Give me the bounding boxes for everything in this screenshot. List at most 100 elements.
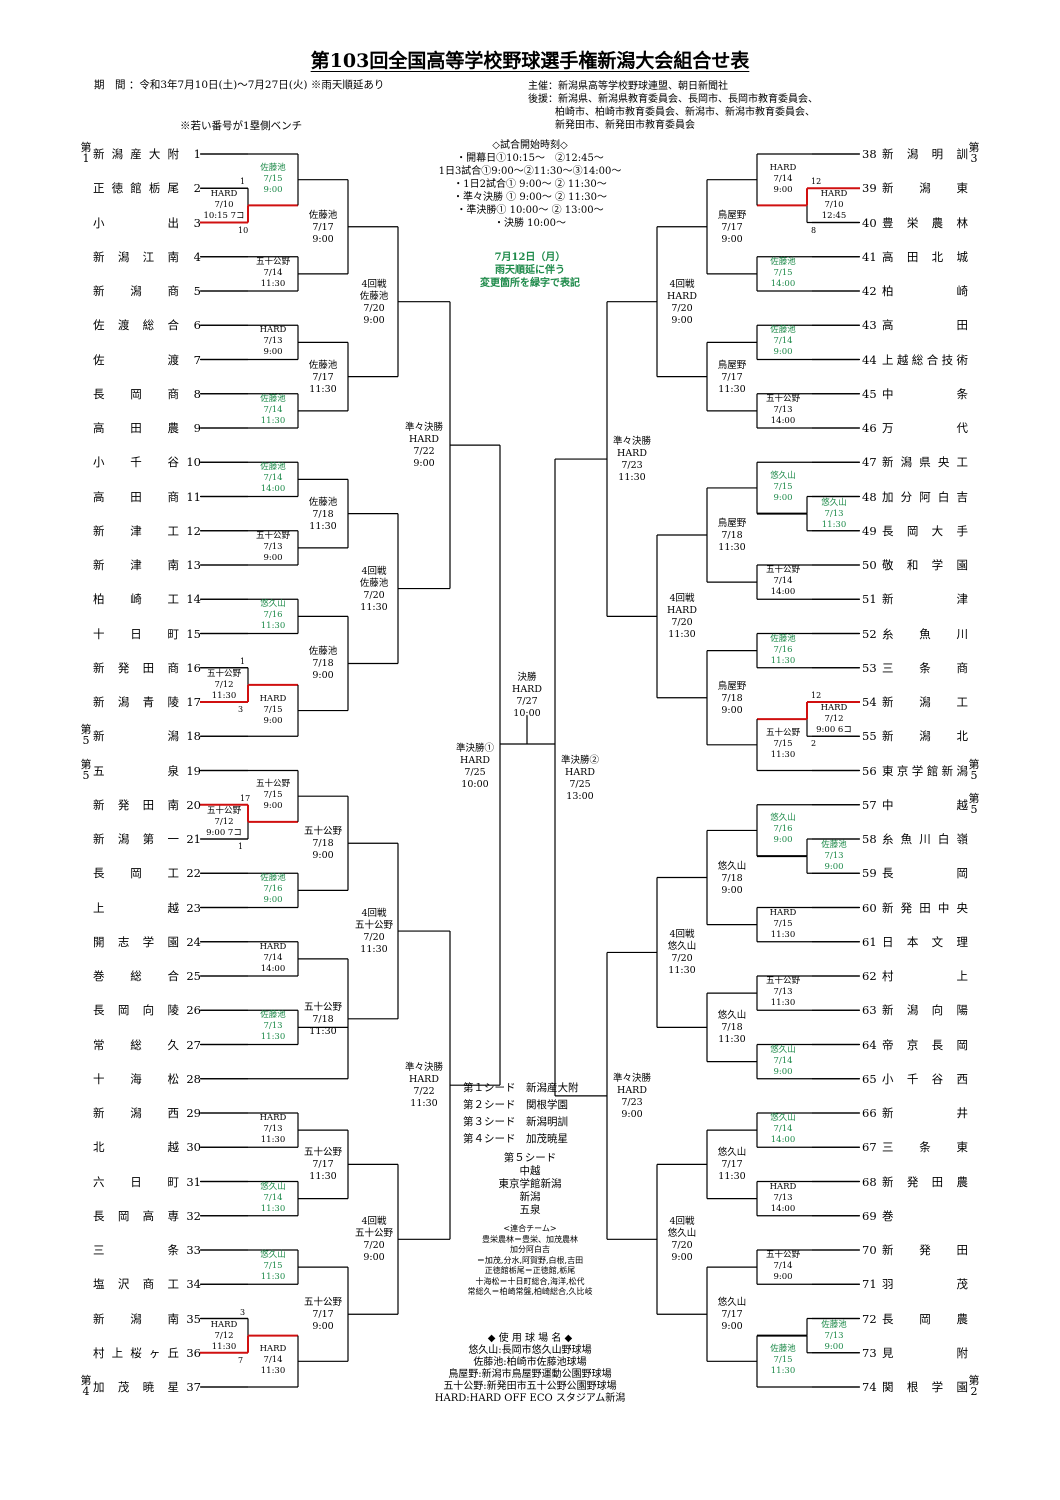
team-entry: 52 糸魚川 <box>862 626 968 642</box>
organizer-line-2: 後援：新潟県、新潟県教育委員会、長岡市、長岡市教育委員会、 <box>528 94 818 105</box>
match-label-line: 佐藤池 <box>770 1344 796 1355</box>
match-label-line: 7/14 <box>263 1355 283 1366</box>
team-number: 74 <box>862 1380 877 1394</box>
match-label-line: HARD <box>210 1319 238 1330</box>
match-label-line: 佐藤池 <box>260 1010 286 1021</box>
match-label-line: 11:30 <box>309 520 337 532</box>
team-number: 2 <box>193 181 201 196</box>
team-number: 61 <box>862 934 877 949</box>
team-name: 新潟工 <box>882 695 968 709</box>
team-name: 佐渡 <box>93 352 179 367</box>
match-label-line: 佐藤池 <box>359 577 389 589</box>
joint-line: 豊栄農林＝豊栄、加茂農林 <box>482 1234 578 1244</box>
team-name: 村上桜ヶ丘 <box>93 1345 179 1360</box>
match-label-line: 9:00 <box>773 835 793 846</box>
match-label-line: 11:30 <box>260 1203 286 1214</box>
match-label-line: 五十公野 <box>354 920 393 932</box>
team-number: 69 <box>862 1208 877 1223</box>
team-number: 42 <box>862 284 877 298</box>
team-name: 万代 <box>882 421 968 435</box>
seed-label: 第5 <box>968 791 980 816</box>
match-label-line: 佐藤池 <box>308 359 338 371</box>
match-label-line: 11:30 <box>309 1171 337 1183</box>
match-label-line: 9:00 <box>824 1341 844 1352</box>
page-title: 第103回全国高等学校野球選手権新潟大会組合せ表 <box>310 50 750 72</box>
team-number: 49 <box>862 523 877 538</box>
seed-label: 第5 <box>80 757 92 782</box>
match-label-line: 悠久山 <box>770 1044 796 1055</box>
match-label-line: 10:15 7コ <box>203 211 245 222</box>
team-name: 東京学館新潟 <box>882 763 968 778</box>
match-label-line: 11:30 <box>260 621 286 632</box>
team-number: 44 <box>862 352 877 367</box>
team-name: 新潟明訓 <box>882 147 968 161</box>
seed-line: 五泉 <box>519 1204 541 1216</box>
match-label-line: 7/17 <box>721 1309 743 1321</box>
team-name: 加茂暁星 <box>93 1380 179 1394</box>
match-label-line: 7/14 <box>263 1192 283 1203</box>
seed-line: 第４シード 加茂暁星 <box>463 1133 568 1145</box>
match-label-line: 7/14 <box>773 1261 793 1272</box>
team-name: 糸魚川 <box>882 626 968 641</box>
match-label-line: 7/14 <box>773 173 793 184</box>
team-name: 新井 <box>882 1106 968 1120</box>
seed-line: 第５シード <box>503 1152 557 1164</box>
team-name: 新潟産大附 <box>93 147 179 161</box>
team-name: 小千谷西 <box>882 1071 968 1086</box>
match-label-line: 7/14 <box>263 267 283 278</box>
match-label-line: 7/13 <box>773 404 793 415</box>
match-label-line: 4回戦 <box>669 278 695 290</box>
team-name: 新発田 <box>882 1243 968 1257</box>
start-times-line: 1日3試合①9:00～②11:30～③14:00～ <box>438 166 622 177</box>
match-label-line: HARD <box>769 162 797 173</box>
match-label-line: 9:00 <box>773 347 793 358</box>
match-label-line: 7/27 <box>516 696 538 707</box>
match-label-line: 五十公野 <box>303 1001 342 1013</box>
match-label-line: 佐藤池 <box>770 256 796 267</box>
match-label-line: 11:30 <box>718 383 746 395</box>
team-number: 8 <box>193 386 201 401</box>
team-number: 31 <box>186 1174 201 1189</box>
team-name: 見附 <box>882 1345 968 1360</box>
match-label-line: 11:30 <box>260 1272 286 1283</box>
match-label-line: 7/13 <box>824 1330 844 1341</box>
match-label-line: 悠久山 <box>667 1228 697 1240</box>
match-label-line: 9:00 <box>824 862 844 873</box>
start-times: ◇試合開始時刻◇ ・開幕日①10:15～ ②12:45～ 1日3試合①9:00～… <box>425 139 635 230</box>
match-label-line: HARD <box>259 1344 287 1355</box>
team-name: 新津工 <box>93 523 179 538</box>
match-label-line: 佐藤池 <box>260 873 286 884</box>
match-label-line: 9:00 <box>773 1272 793 1283</box>
team-name: 塩沢商工 <box>93 1277 179 1292</box>
team-number: 73 <box>862 1345 877 1360</box>
match-label-line: HARD <box>667 605 697 617</box>
match-label-line: 4回戦 <box>361 908 387 920</box>
match-label-line: 7/10 <box>214 200 234 211</box>
venue-list: ◆ 使 用 球 場 名 ◆ 悠久山:長岡市悠久山野球場 佐藤池:柏崎市佐藤池球場… <box>420 1333 640 1405</box>
team-name: 羽茂 <box>882 1277 968 1292</box>
match-label-line: 11:30 <box>309 1025 337 1037</box>
team-name: 北越 <box>93 1140 179 1155</box>
team-number: 52 <box>862 626 877 641</box>
match-label-line: 11:30 <box>718 1171 746 1183</box>
